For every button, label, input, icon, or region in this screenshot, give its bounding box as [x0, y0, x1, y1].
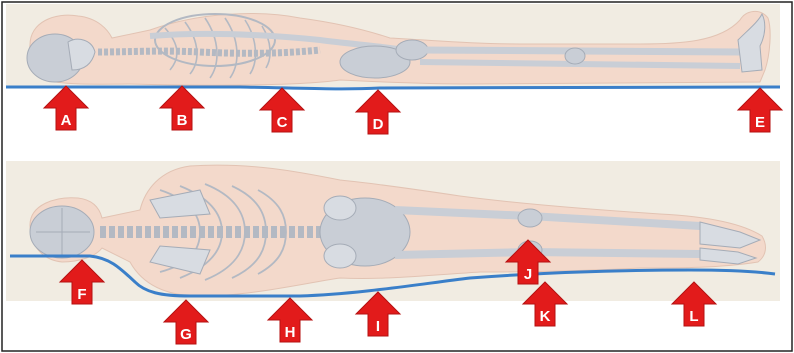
marker-label-b: B — [177, 112, 188, 129]
marker-label-k: K — [540, 308, 551, 325]
marker-label-l: L — [689, 308, 698, 325]
side-view-panel — [6, 4, 780, 89]
marker-label-c: C — [277, 114, 288, 131]
marker-label-j: J — [524, 266, 532, 283]
marker-label-d: D — [373, 116, 384, 133]
marker-label-f: F — [77, 286, 86, 303]
marker-label-e: E — [755, 114, 765, 131]
marker-label-h: H — [285, 324, 296, 341]
marker-label-i: I — [376, 318, 380, 335]
back-view-panel — [6, 161, 780, 301]
marker-label-a: A — [61, 112, 72, 129]
marker-label-g: G — [180, 326, 192, 343]
